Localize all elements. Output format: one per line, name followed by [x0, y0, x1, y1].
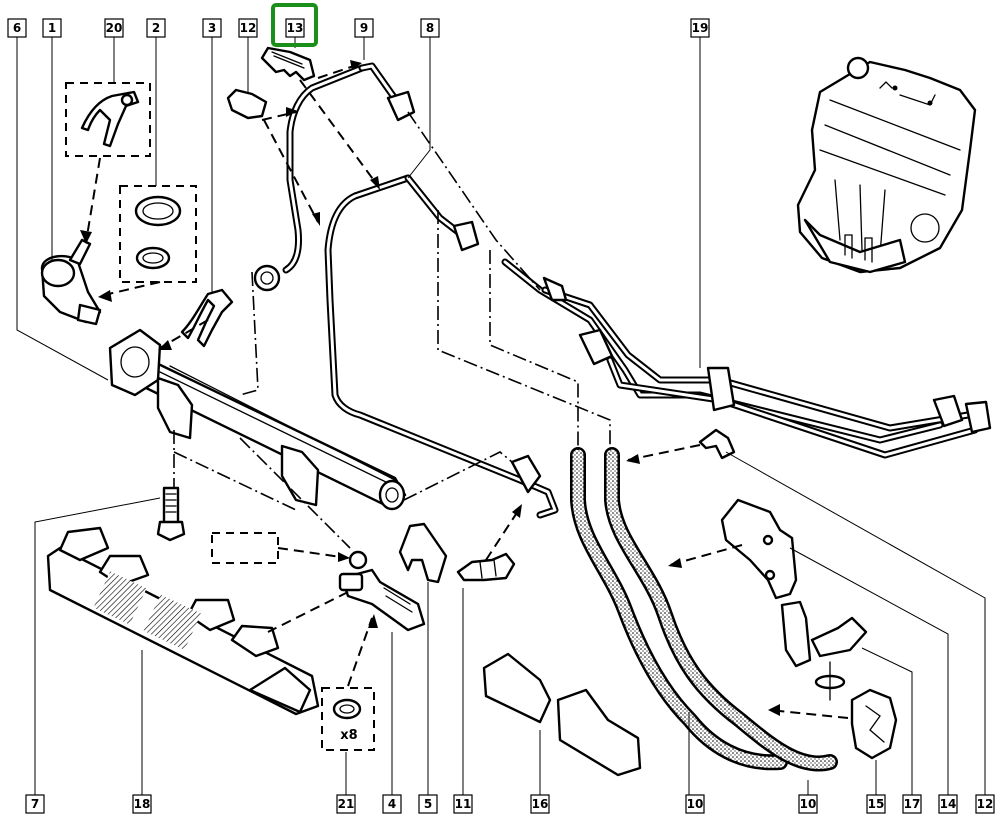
callout-18[interactable]: 18	[132, 794, 152, 814]
part-1-pressure-regulator[interactable]	[40, 238, 102, 326]
callout-label: 21	[338, 797, 355, 811]
callout-8[interactable]: 8	[420, 18, 440, 38]
callout-14[interactable]: 14	[938, 794, 958, 814]
callout-2[interactable]: 2	[146, 18, 166, 38]
callout-label: 6	[13, 21, 21, 35]
part-8-supply-pipe[interactable]	[324, 174, 559, 519]
callout-21[interactable]: 21	[336, 794, 356, 814]
quantity-note: x8	[340, 728, 357, 743]
callout-7[interactable]: 7	[25, 794, 45, 814]
callout-label: 5	[424, 797, 432, 811]
callout-16[interactable]: 16	[530, 794, 550, 814]
callout-12-bottom[interactable]: 12	[975, 794, 995, 814]
leader-lines	[16, 37, 986, 795]
callout-label: 16	[532, 797, 549, 811]
callout-4[interactable]: 4	[382, 794, 402, 814]
part-4-injector[interactable]	[338, 550, 426, 632]
callout-20[interactable]: 20	[104, 18, 124, 38]
part-10-fuel-hoses[interactable]	[570, 447, 838, 772]
callout-label: 2	[152, 21, 160, 35]
callout-label: 17	[904, 797, 921, 811]
callout-label: 12	[977, 797, 994, 811]
callout-1[interactable]: 1	[42, 18, 62, 38]
part-14-hose-bracket[interactable]	[720, 498, 798, 600]
callout-label: 18	[134, 797, 151, 811]
arrowheads	[80, 60, 780, 716]
callout-label: 13	[287, 21, 304, 35]
callout-19[interactable]: 19	[690, 18, 710, 38]
part-16-hose-holder-clips[interactable]	[482, 652, 642, 777]
group-box-empty	[211, 532, 279, 564]
callout-label: 4	[388, 797, 396, 811]
callout-9[interactable]: 9	[354, 18, 374, 38]
part-13-double-clip[interactable]	[260, 46, 316, 82]
callout-13[interactable]: 13	[285, 18, 305, 38]
callout-label: 15	[868, 797, 885, 811]
callout-label: 12	[240, 21, 257, 35]
selected-callout-highlight	[271, 3, 318, 47]
callout-17[interactable]: 17	[902, 794, 922, 814]
callout-label: 7	[31, 797, 39, 811]
part-2-seals[interactable]	[134, 195, 182, 270]
callout-label: 9	[360, 21, 368, 35]
assembly-lines	[85, 63, 849, 719]
part-3-regulator-clip[interactable]	[180, 288, 234, 348]
group-box-21	[321, 687, 375, 751]
engine-illustration	[796, 56, 977, 274]
callout-label: 10	[800, 797, 817, 811]
part-5-injector-clip[interactable]	[398, 522, 448, 584]
callout-label: 20	[106, 21, 123, 35]
callout-12[interactable]: 12	[238, 18, 258, 38]
callout-11[interactable]: 11	[453, 794, 473, 814]
callout-10-left[interactable]: 10	[685, 794, 705, 814]
part-21-o-ring[interactable]	[332, 698, 362, 720]
callout-label: 19	[692, 21, 709, 35]
part-15-hose-retainer[interactable]	[850, 688, 898, 760]
part-11-connector-clip[interactable]	[456, 552, 516, 582]
part-7-bolt[interactable]	[156, 486, 186, 542]
callout-3[interactable]: 3	[202, 18, 222, 38]
callout-label: 3	[208, 21, 216, 35]
callout-5[interactable]: 5	[418, 794, 438, 814]
part-19-pipe-assembly[interactable]	[501, 258, 992, 459]
callout-label: 1	[48, 21, 56, 35]
callout-label: 10	[687, 797, 704, 811]
part-17-mounting-bracket[interactable]	[780, 600, 868, 701]
part-12-pipe-clip[interactable]	[226, 88, 268, 120]
group-box-20	[65, 82, 151, 157]
callout-15[interactable]: 15	[866, 794, 886, 814]
callout-label: 11	[455, 797, 472, 811]
callout-6[interactable]: 6	[7, 18, 27, 38]
callout-10-right[interactable]: 10	[798, 794, 818, 814]
part-9-return-pipe[interactable]	[253, 62, 416, 292]
part-12-pipe-clip-right[interactable]	[698, 428, 736, 460]
callout-label: 14	[940, 797, 957, 811]
part-20-clip[interactable]	[80, 90, 140, 148]
part-6-fuel-rail[interactable]	[108, 328, 407, 511]
callout-label: 8	[426, 21, 434, 35]
part-18-harness-cover[interactable]	[46, 526, 320, 716]
